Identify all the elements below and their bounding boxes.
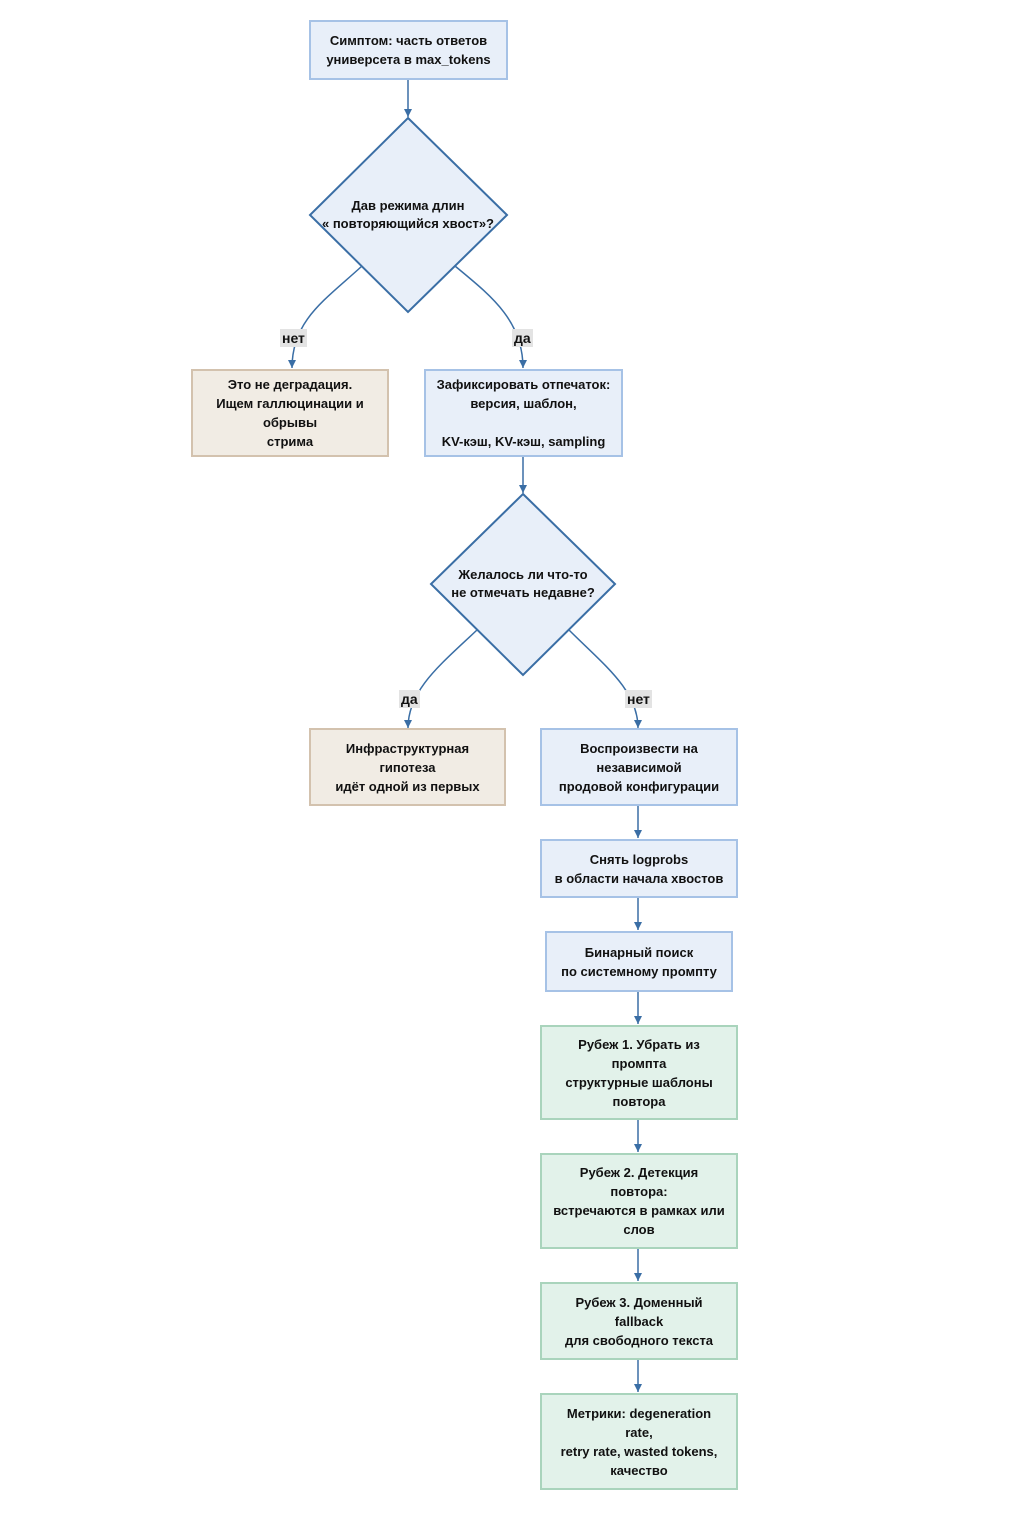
node-line-2: Рубеж 2. Детекция повтора: встречаются в… — [540, 1153, 738, 1249]
decision-repeat-tail-text: Дав режима длин « повторяющийся хвост»? — [321, 198, 494, 231]
node-infra-hypothesis: Инфраструктурная гипотеза идёт одной из … — [309, 728, 506, 806]
decision-recent-change-text: Желалось ли что-то не отмечать недавне? — [451, 567, 595, 600]
edge-d2-no — [568, 629, 642, 729]
node-line-1: Рубеж 1. Убрать из промпта структурные ш… — [540, 1025, 738, 1120]
node-logprobs: Снять logprobs в области начала хвостов — [540, 839, 738, 898]
decision-diamond-repeat-tail — [308, 116, 509, 314]
edge-d1-no — [288, 265, 363, 369]
node-metrics: Метрики: degeneration rate, retry rate, … — [540, 1393, 738, 1490]
node-fingerprint: Зафиксировать отпечаток: версия, шаблон,… — [424, 369, 623, 457]
edge-d1-yes — [454, 265, 527, 369]
decision-diamond-recent-change — [429, 492, 617, 677]
edge-label-d2-no: нет — [625, 690, 652, 708]
edge-label-d1-yes: да — [512, 329, 533, 347]
node-binary-search: Бинарный поиск по системному промпту — [545, 931, 733, 992]
node-reproduce: Воспроизвести на независимой продовой ко… — [540, 728, 738, 806]
node-symptom: Симптом: часть ответов универсета в max_… — [309, 20, 508, 80]
edge-d2-yes — [404, 629, 478, 729]
edge-label-d1-no: нет — [280, 329, 307, 347]
node-line-3: Рубеж 3. Доменный fallback для свободног… — [540, 1282, 738, 1360]
edge-label-d2-yes: да — [399, 690, 420, 708]
node-not-degradation: Это не деградация. Ищем галлюцинации и о… — [191, 369, 389, 457]
